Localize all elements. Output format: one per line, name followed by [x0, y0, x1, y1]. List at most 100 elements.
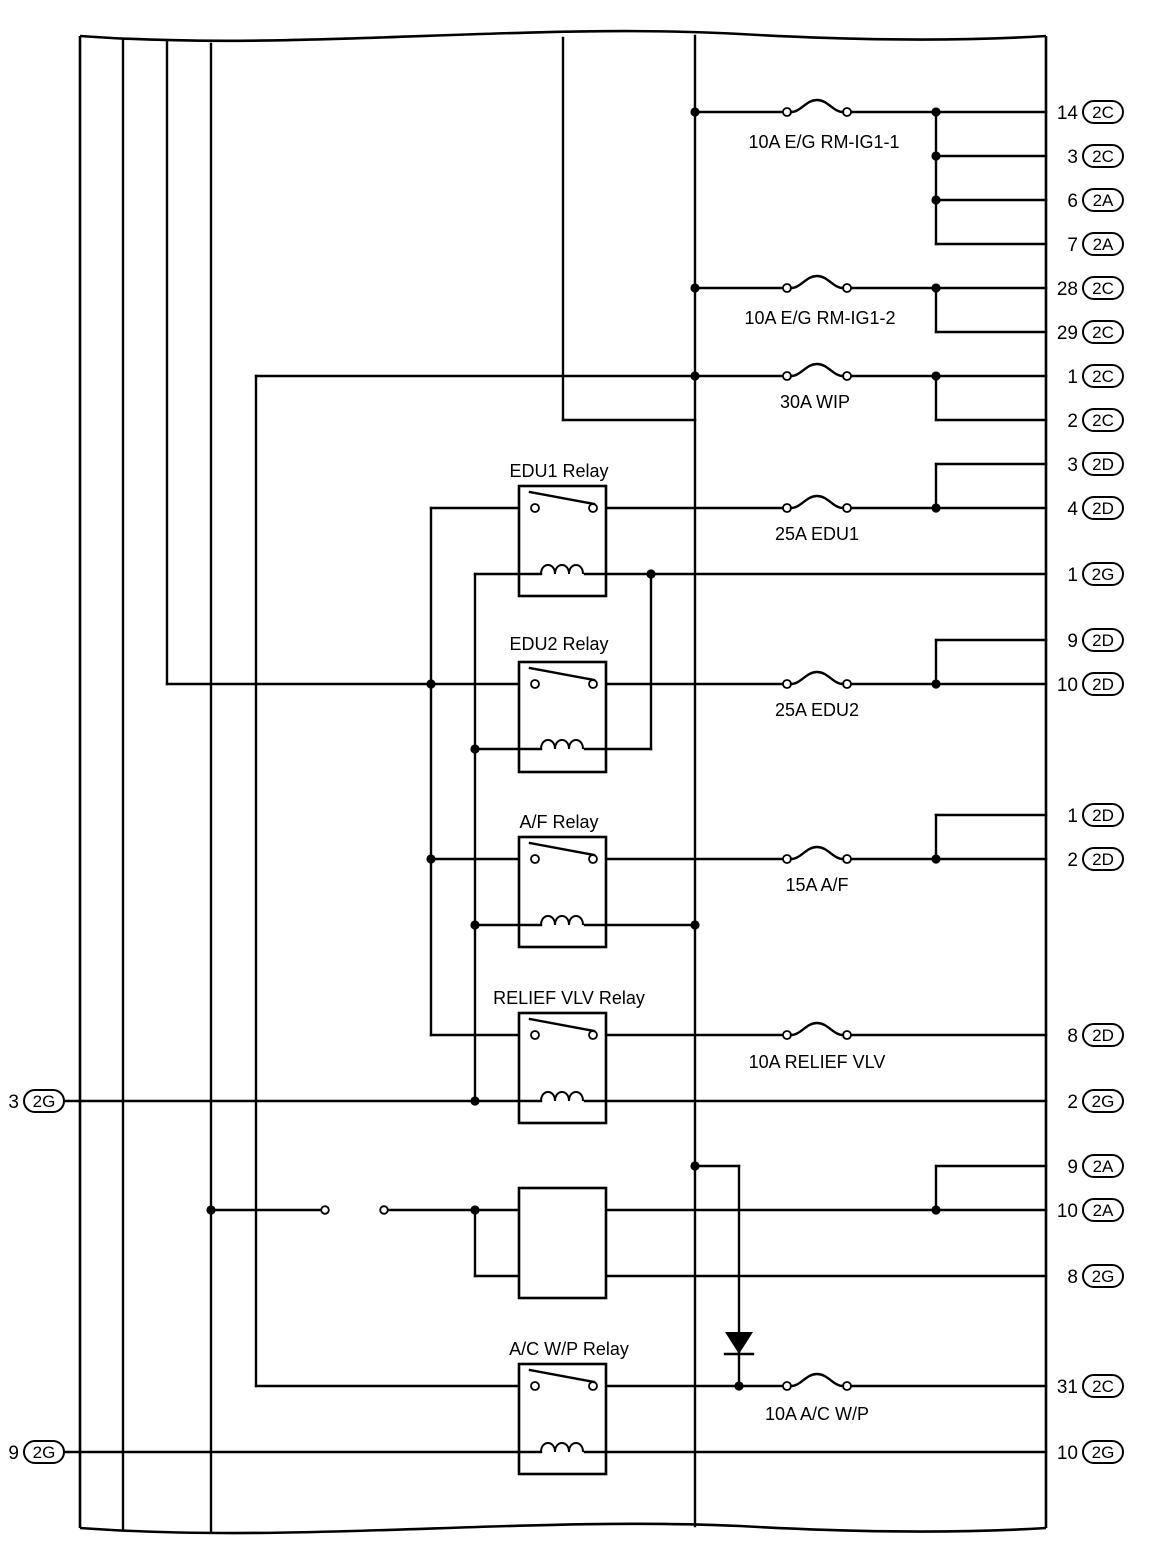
svg-text:1: 1 — [1067, 806, 1078, 827]
pin-1-2g: 1 2G — [1067, 562, 1124, 586]
svg-text:29: 29 — [1057, 323, 1078, 344]
coil-icon — [540, 1091, 584, 1102]
relay-ac-wp: A/C W/P Relay — [509, 1339, 629, 1476]
svg-text:2G: 2G — [1092, 1092, 1115, 1111]
fuse-label: 10A A/C W/P — [765, 1404, 869, 1424]
pin-8-2d: 8 2D — [1067, 1023, 1124, 1047]
pin-2-2g: 2 2G — [1067, 1089, 1124, 1113]
relay-label: EDU2 Relay — [509, 634, 608, 654]
svg-text:8: 8 — [1067, 1267, 1078, 1288]
fuse-label: 10A RELIEF VLV — [749, 1052, 886, 1072]
relay-label: EDU1 Relay — [509, 461, 608, 481]
relay-label: A/C W/P Relay — [509, 1339, 629, 1359]
svg-text:3: 3 — [8, 1092, 19, 1113]
wires — [56, 34, 1048, 1534]
svg-text:2D: 2D — [1092, 499, 1114, 518]
relay-label: A/F Relay — [519, 812, 598, 832]
svg-text:2G: 2G — [33, 1092, 56, 1111]
svg-text:1: 1 — [1067, 367, 1078, 388]
diode-icon — [723, 1332, 755, 1356]
fuse-label: 25A EDU1 — [775, 524, 859, 544]
pin-7-2a: 7 2A — [1067, 232, 1124, 256]
svg-text:2: 2 — [1067, 850, 1078, 871]
coil-icon — [540, 1442, 584, 1453]
coil-icon — [540, 739, 584, 750]
svg-text:2A: 2A — [1093, 1201, 1114, 1220]
pin-6-2a: 6 2A — [1067, 188, 1124, 212]
svg-text:2A: 2A — [1093, 235, 1114, 254]
pin-2-2c: 2 2C — [1067, 408, 1124, 432]
svg-text:2D: 2D — [1092, 850, 1114, 869]
svg-text:6: 6 — [1067, 191, 1078, 212]
fuse-label: 10A E/G RM-IG1-2 — [744, 308, 895, 328]
pin-31-2c: 31 2C — [1057, 1374, 1124, 1398]
pin-10-2g: 10 2G — [1057, 1440, 1124, 1464]
svg-text:10: 10 — [1057, 1201, 1078, 1222]
relay-label: RELIEF VLV Relay — [493, 988, 645, 1008]
svg-text:2: 2 — [1067, 1092, 1078, 1113]
svg-text:2C: 2C — [1092, 147, 1114, 166]
svg-text:10: 10 — [1057, 1443, 1078, 1464]
svg-text:3: 3 — [1067, 147, 1078, 168]
svg-text:7: 7 — [1067, 235, 1078, 256]
svg-text:2: 2 — [1067, 411, 1078, 432]
fuse-edu2: 25A EDU2 — [775, 670, 859, 720]
fuse-edu1: 25A EDU1 — [775, 494, 859, 544]
coil-icon — [540, 915, 584, 926]
pin-29-2c: 29 2C — [1057, 320, 1124, 344]
svg-text:2C: 2C — [1092, 323, 1114, 342]
svg-text:8: 8 — [1067, 1026, 1078, 1047]
pin-1-2c: 1 2C — [1067, 364, 1124, 388]
junction-dots — [206, 107, 941, 1391]
svg-text:2G: 2G — [1092, 565, 1115, 584]
fuse-label: 15A A/F — [785, 875, 848, 895]
pin-1-2d: 1 2D — [1067, 803, 1124, 827]
svg-text:14: 14 — [1057, 103, 1079, 124]
svg-text:28: 28 — [1057, 279, 1078, 300]
svg-text:2A: 2A — [1093, 1157, 1114, 1176]
svg-text:2C: 2C — [1092, 279, 1114, 298]
svg-text:2C: 2C — [1092, 1377, 1114, 1396]
relay-af: A/F Relay — [517, 812, 608, 949]
pin-3-2c: 3 2C — [1067, 144, 1124, 168]
svg-text:2G: 2G — [1092, 1443, 1115, 1462]
svg-text:9: 9 — [1067, 631, 1078, 652]
svg-text:10: 10 — [1057, 675, 1078, 696]
svg-text:2G: 2G — [1092, 1267, 1115, 1286]
relay-edu1: EDU1 Relay — [509, 461, 609, 598]
svg-text:2D: 2D — [1092, 806, 1114, 825]
fuse-af: 15A A/F — [782, 845, 852, 895]
svg-text:2D: 2D — [1092, 1026, 1114, 1045]
pin-28-2c: 28 2C — [1057, 276, 1124, 300]
fuse-eg-rm-ig1-1: 10A E/G RM-IG1-1 — [748, 98, 900, 152]
relay-edu2: EDU2 Relay — [509, 634, 609, 774]
pin-4-2d: 4 2D — [1067, 496, 1124, 520]
relay-relief-vlv: RELIEF VLV Relay — [493, 988, 645, 1125]
svg-text:31: 31 — [1057, 1377, 1078, 1398]
svg-text:3: 3 — [1067, 455, 1078, 476]
svg-text:2C: 2C — [1092, 367, 1114, 386]
fuse-relief-vlv: 10A RELIEF VLV — [749, 1021, 886, 1072]
pin-3-2g-left: 3 2G — [8, 1089, 65, 1113]
svg-text:9: 9 — [1067, 1157, 1078, 1178]
svg-text:4: 4 — [1067, 499, 1078, 520]
pin-9-2a: 9 2A — [1067, 1154, 1124, 1178]
pin-8-2g: 8 2G — [1067, 1264, 1124, 1288]
pin-10-2a: 10 2A — [1057, 1198, 1124, 1222]
fuse-label: 30A WIP — [780, 392, 850, 412]
svg-text:9: 9 — [8, 1443, 19, 1464]
svg-text:2A: 2A — [1093, 191, 1114, 210]
svg-text:2C: 2C — [1092, 411, 1114, 430]
fuse-ac-wp: 10A A/C W/P — [765, 1372, 869, 1424]
coil-icon — [540, 564, 584, 575]
svg-text:1: 1 — [1067, 565, 1078, 586]
fuse-label: 10A E/G RM-IG1-1 — [748, 132, 899, 152]
fuse-eg-rm-ig1-2: 10A E/G RM-IG1-2 — [744, 274, 896, 328]
junction-block-frame — [78, 29, 1048, 1535]
